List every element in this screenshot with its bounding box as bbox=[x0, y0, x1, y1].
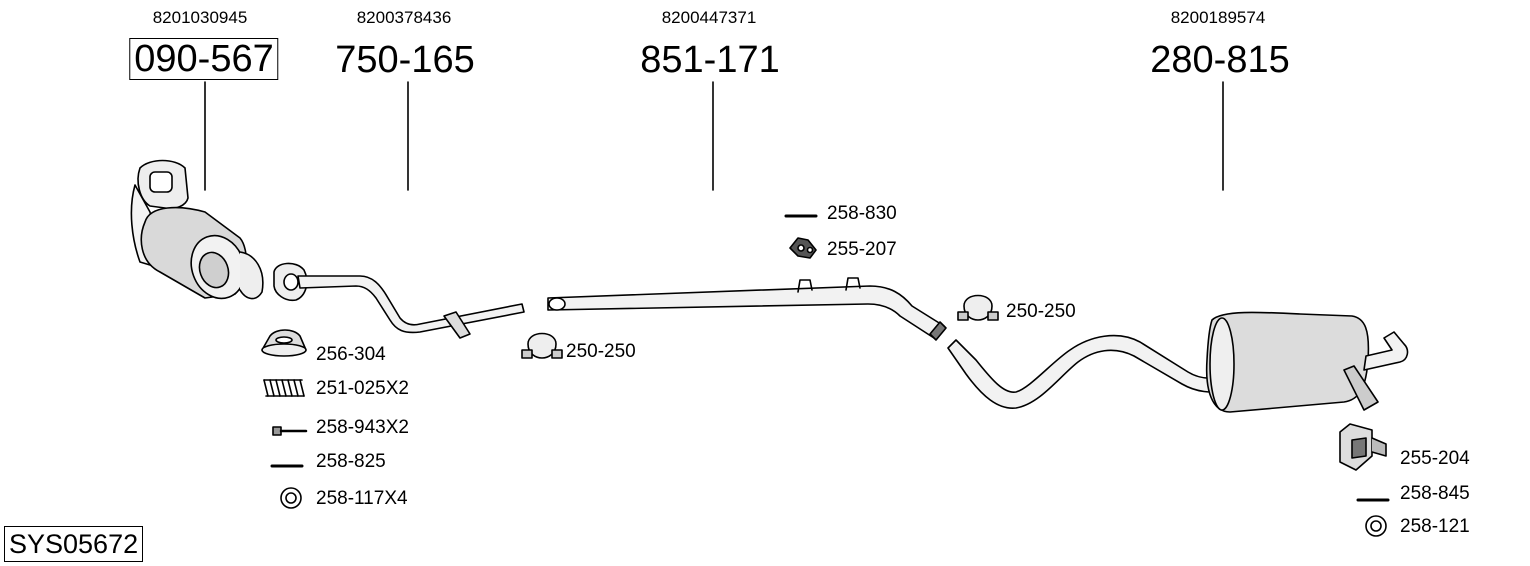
front-pipe-icon bbox=[273, 262, 525, 339]
washer-icon-right bbox=[1365, 515, 1387, 537]
clamp-front-label[interactable]: 250-250 bbox=[566, 341, 636, 362]
oem-number: 8200447371 bbox=[661, 8, 757, 27]
part-number-front-pipe[interactable]: 750-165 bbox=[335, 39, 475, 81]
clamp-rear-label[interactable]: 250-250 bbox=[1006, 301, 1076, 322]
accessory-label[interactable]: 255-207 bbox=[827, 239, 897, 260]
part-number-intermediate-pipe[interactable]: 851-171 bbox=[640, 39, 780, 81]
part-number-catalytic-converter[interactable]: 090-567 bbox=[129, 38, 279, 80]
accessory-label[interactable]: 258-943X2 bbox=[316, 417, 409, 438]
intermediate-pipe-icon bbox=[547, 277, 947, 341]
accessory-label[interactable]: 256-304 bbox=[316, 344, 386, 365]
clamp-front-icon bbox=[521, 332, 563, 359]
catalytic-converter-icon bbox=[130, 159, 264, 300]
clamp-rear-icon bbox=[957, 294, 999, 321]
accessory-label[interactable]: 251-025X2 bbox=[316, 378, 409, 399]
oem-number: 8200378436 bbox=[356, 8, 452, 27]
oem-number: 8201030945 bbox=[152, 8, 248, 27]
system-code: SYS05672 bbox=[4, 526, 144, 562]
washer-icon-left bbox=[280, 487, 302, 509]
spring-icon bbox=[263, 379, 305, 397]
bracket-mount-icon bbox=[1339, 423, 1387, 471]
oem-number: 8200189574 bbox=[1170, 8, 1266, 27]
bolt-icon bbox=[272, 426, 308, 436]
leader-lines bbox=[204, 81, 1224, 191]
gasket-ring-icon bbox=[261, 329, 307, 357]
accessory-label[interactable]: 258-830 bbox=[827, 203, 897, 224]
accessory-label[interactable]: 258-117X4 bbox=[316, 488, 408, 509]
rear-silencer-icon bbox=[947, 311, 1409, 413]
part-number-rear-silencer[interactable]: 280-815 bbox=[1150, 39, 1290, 81]
accessory-label[interactable]: 258-845 bbox=[1400, 483, 1470, 504]
accessory-label[interactable]: 258-825 bbox=[316, 451, 386, 472]
rubber-mount-icon bbox=[789, 237, 817, 259]
accessory-label[interactable]: 258-121 bbox=[1400, 516, 1470, 537]
accessory-label[interactable]: 255-204 bbox=[1400, 448, 1470, 469]
